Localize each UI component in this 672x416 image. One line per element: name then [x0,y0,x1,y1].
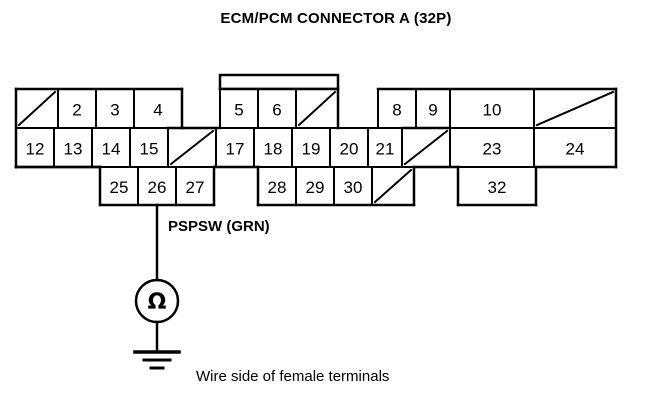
terminal-blank-slash-31 [373,168,413,204]
terminal-number-5: 5 [234,101,243,120]
terminal-cell-5: 5 [219,88,259,129]
terminal-cell-3: 3 [95,88,135,129]
terminal-cell-14: 14 [91,127,131,168]
terminal-cell-4: 4 [133,88,183,129]
terminal-number-29: 29 [306,178,325,197]
terminal-cell-box-14 [91,127,131,168]
terminal-number-25: 25 [110,178,129,197]
terminal-number-23: 23 [483,140,502,159]
terminal-cell-2: 2 [57,88,97,129]
terminal-number-27: 27 [186,178,205,197]
terminal-cell-box-29 [295,166,335,206]
terminal-number-2: 2 [72,101,81,120]
terminal-number-26: 26 [148,178,167,197]
terminal-cell-box-19 [291,127,331,168]
terminal-blank-slash-11 [535,90,615,127]
terminal-cell-box-30 [333,166,373,206]
terminal-number-30: 30 [344,178,363,197]
wire-label-pspsw: PSPSW (GRN) [168,218,270,235]
terminal-number-6: 6 [272,101,281,120]
terminal-cell-22 [401,127,451,168]
terminal-number-3: 3 [110,101,119,120]
terminal-number-20: 20 [340,140,359,159]
terminal-cell-23: 23 [449,127,535,168]
terminal-blank-slash-7 [297,90,337,127]
pspsw-wire: Ω [133,203,181,370]
terminal-cell-21: 21 [367,127,403,168]
terminal-cell-11 [533,88,617,129]
terminal-blank-slash-1 [17,90,57,127]
terminal-cell-18: 18 [253,127,293,168]
terminal-cell-13: 13 [53,127,93,168]
ohmmeter-omega-icon: Ω [148,290,167,315]
terminal-number-10: 10 [483,101,502,120]
terminal-cell-7 [295,88,339,129]
terminal-cell-10: 10 [449,88,535,129]
terminal-cell-1 [15,88,59,129]
terminal-number-24: 24 [566,140,585,159]
terminal-number-9: 9 [428,101,437,120]
terminal-cell-28: 28 [257,166,297,206]
terminal-cell-31 [371,166,415,206]
terminal-cell-27: 27 [175,166,215,206]
terminal-number-32: 32 [488,178,507,197]
terminal-cell-16 [167,127,217,168]
terminal-cell-20: 20 [329,127,369,168]
terminal-number-4: 4 [153,101,162,120]
terminal-number-14: 14 [102,140,121,159]
terminal-cell-29: 29 [295,166,335,206]
terminal-cell-box-26 [137,166,177,206]
terminal-cell-9: 9 [415,88,451,129]
terminal-cell-24: 24 [533,127,617,168]
terminal-cell-8: 8 [377,88,417,129]
terminal-number-17: 17 [226,140,245,159]
terminal-cell-12: 12 [15,127,55,168]
terminal-cell-25: 25 [99,166,139,206]
terminal-number-21: 21 [376,140,395,159]
terminal-cell-box-28 [257,166,297,206]
terminal-number-12: 12 [26,140,45,159]
terminal-cell-32: 32 [457,166,537,206]
terminal-cell-19: 19 [291,127,331,168]
terminal-number-18: 18 [264,140,283,159]
terminal-number-19: 19 [302,140,321,159]
terminal-cell-30: 30 [333,166,373,206]
terminal-cell-box-15 [129,127,169,168]
terminal-cell-17: 17 [215,127,255,168]
terminal-number-8: 8 [392,101,401,120]
terminal-cell-15: 15 [129,127,169,168]
terminal-cell-26: 26 [137,166,177,206]
page-title: ECM/PCM CONNECTOR A (32P) [220,10,452,27]
terminal-number-13: 13 [64,140,83,159]
terminal-blank-slash-22 [403,129,449,166]
terminal-blank-slash-16 [169,129,215,166]
diagram-caption: Wire side of female terminals [196,368,390,385]
connector-outline [14,87,618,207]
terminal-number-15: 15 [140,140,159,159]
connector-top-tab [218,73,340,91]
terminal-number-28: 28 [268,178,287,197]
terminal-cell-6: 6 [257,88,297,129]
